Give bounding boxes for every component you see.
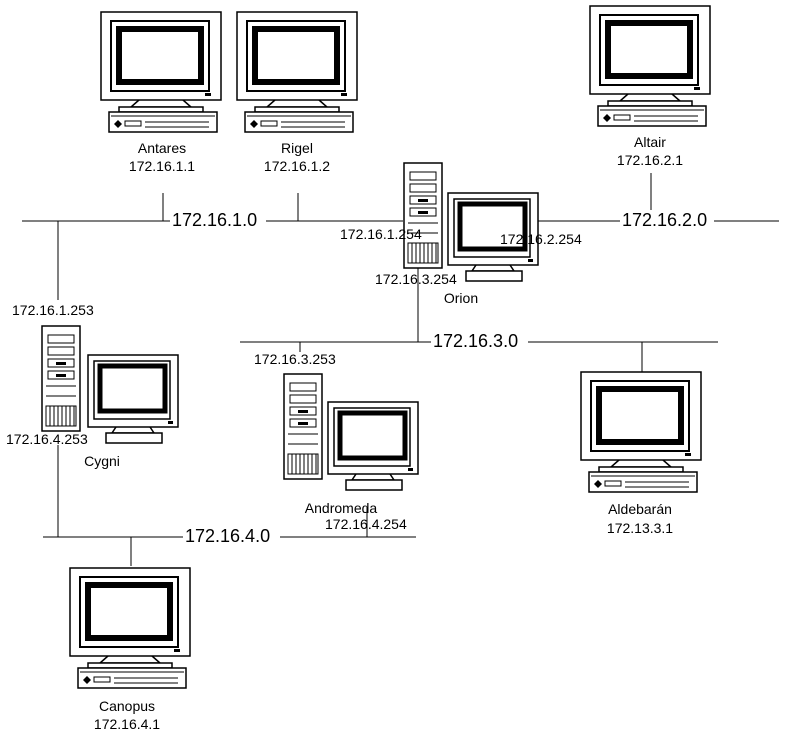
host-name-rigel: Rigel xyxy=(281,140,313,156)
network-label-3: 172.16.3.0 xyxy=(431,331,521,351)
server-orion-tower-icon xyxy=(403,162,443,269)
host-name-altair: Altair xyxy=(634,134,666,150)
network-label-1: 172.16.1.0 xyxy=(170,210,260,230)
router-name-andromeda: Andromeda xyxy=(304,500,378,516)
computer-aldebaran-icon xyxy=(581,372,701,492)
connection-lines xyxy=(22,173,779,566)
host-ip-altair: 172.16.2.1 xyxy=(616,152,684,168)
network-label-2: 172.16.2.0 xyxy=(620,210,710,230)
host-name-aldebaran: Aldebarán xyxy=(608,501,672,517)
computer-rigel-icon xyxy=(237,12,357,132)
host-name-antares: Antares xyxy=(137,140,187,156)
host-ip-aldebaran: 172.13.3.1 xyxy=(606,520,674,536)
computer-altair-icon xyxy=(590,6,710,126)
computer-antares-icon xyxy=(101,12,221,132)
cygni-ip-net1: 172.16.1.253 xyxy=(12,302,94,318)
orion-ip-net3: 172.16.3.254 xyxy=(375,271,457,287)
router-name-cygni: Cygni xyxy=(84,453,120,469)
cygni-ip-net4: 172.16.4.253 xyxy=(6,431,88,447)
server-andromeda-tower-icon xyxy=(283,373,323,480)
host-ip-antares: 172.16.1.1 xyxy=(128,158,196,174)
orion-ip-net2: 172.16.2.254 xyxy=(500,231,582,247)
server-andromeda-monitor-icon xyxy=(328,402,418,490)
andromeda-ip-net4: 172.16.4.254 xyxy=(325,516,407,532)
server-cygni-monitor-icon xyxy=(88,355,178,443)
server-cygni-tower-icon xyxy=(41,325,81,432)
host-ip-canopus: 172.16.4.1 xyxy=(93,716,161,732)
router-name-orion: Orion xyxy=(443,290,479,306)
andromeda-ip-net3: 172.16.3.253 xyxy=(254,351,336,367)
computer-canopus-icon xyxy=(70,568,190,688)
network-label-4: 172.16.4.0 xyxy=(183,526,273,546)
host-name-canopus: Canopus xyxy=(98,698,156,714)
host-ip-rigel: 172.16.1.2 xyxy=(263,158,331,174)
orion-ip-net1: 172.16.1.254 xyxy=(340,226,422,242)
